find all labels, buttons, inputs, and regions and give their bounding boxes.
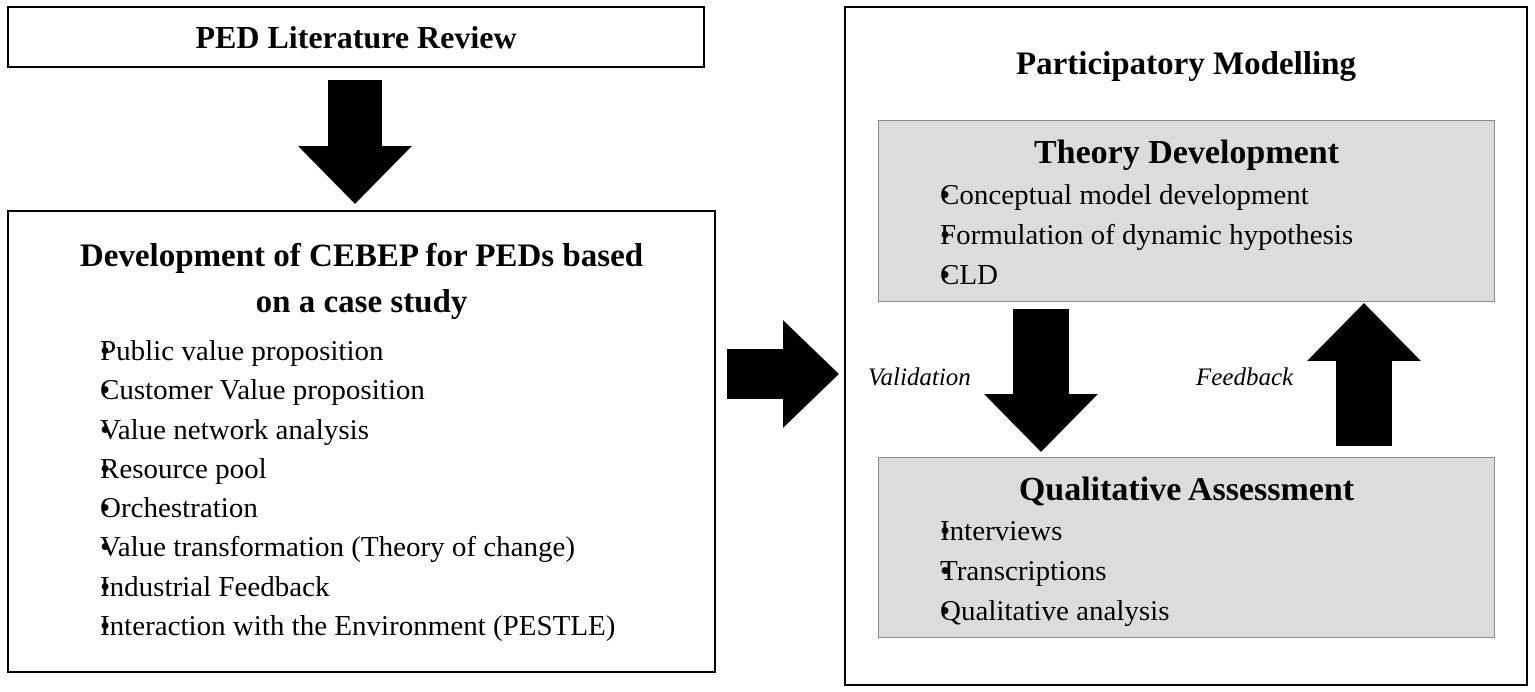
feedback-up-arrow [1307,303,1421,446]
list-item: Industrial Feedback [43,568,615,608]
cebep-list: Public value proposition Customer Value … [43,332,615,647]
cebep-title-line1: Development of CEBEP for PEDs based [79,238,644,274]
qualitative-assessment-title: Qualitative Assessment [1018,471,1355,508]
cebep-box: Development of CEBEP for PEDs based on a… [7,210,716,673]
list-item: CLD [895,255,1353,295]
theory-development-box: Theory Development Conceptual model deve… [878,120,1495,302]
down-arrow-review-to-cebep [298,80,412,204]
theory-development-title: Theory Development [1033,134,1339,171]
theory-development-list: Conceptual model development Formulation… [895,175,1353,295]
qualitative-assessment-list: Interviews Transcriptions Qualitative an… [895,511,1170,631]
list-item: Customer Value proposition [43,371,615,411]
list-item: Formulation of dynamic hypothesis [895,215,1353,255]
list-item: Qualitative analysis [895,591,1170,631]
list-item: Resource pool [43,450,615,490]
qualitative-assessment-box: Qualitative Assessment Interviews Transc… [878,457,1495,638]
list-item: Public value proposition [43,332,615,372]
right-arrow-cebep-to-modelling [727,320,839,428]
list-item: Value transformation (Theory of change) [43,528,615,568]
validation-down-arrow [984,309,1098,452]
feedback-label: Feedback [1196,364,1294,391]
list-item: Conceptual model development [895,175,1353,215]
literature-review-box: PED Literature Review [7,6,705,68]
list-item: Interaction with the Environment (PESTLE… [43,607,615,647]
list-item: Orchestration [43,489,615,529]
participatory-modelling-title: Participatory Modelling [1015,46,1357,82]
literature-review-title: PED Literature Review [195,19,517,55]
list-item: Transcriptions [895,551,1170,591]
validation-label: Validation [868,364,971,391]
cebep-title-line2: on a case study [255,284,468,320]
list-item: Interviews [895,511,1170,551]
list-item: Value network analysis [43,411,615,451]
